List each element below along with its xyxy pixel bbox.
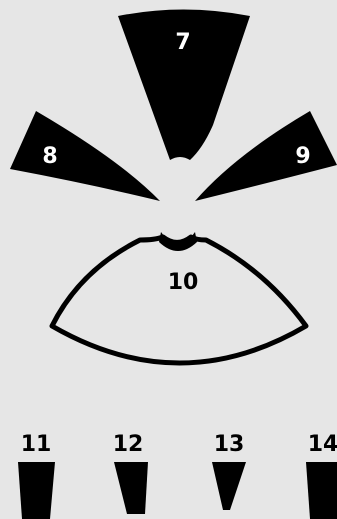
piece-13-shape [212,462,246,510]
piece-14-shape [306,462,337,519]
piece-9: 9 [195,111,337,201]
piece-11-shape [18,462,55,519]
piece-12-shape [114,462,148,514]
piece-10: 10 [52,232,306,363]
piece-8-label: 8 [42,144,57,169]
piece-9-shape [195,111,337,201]
piece-11-label: 11 [21,432,52,457]
piece-7: 7 [118,10,250,161]
piece-9-label: 9 [295,144,310,169]
piece-12-label: 12 [113,432,144,457]
piece-14: 14 [306,432,337,519]
piece-10-shape [52,237,306,363]
piece-7-label: 7 [175,30,190,55]
piece-8-shape [10,111,160,201]
piece-12: 12 [113,432,148,514]
piece-13-label: 13 [214,432,245,457]
piece-13: 13 [212,432,246,510]
piece-14-label: 14 [308,432,337,457]
piece-11: 11 [18,432,55,519]
piece-10-label: 10 [168,270,199,295]
piece-8: 8 [10,111,160,201]
